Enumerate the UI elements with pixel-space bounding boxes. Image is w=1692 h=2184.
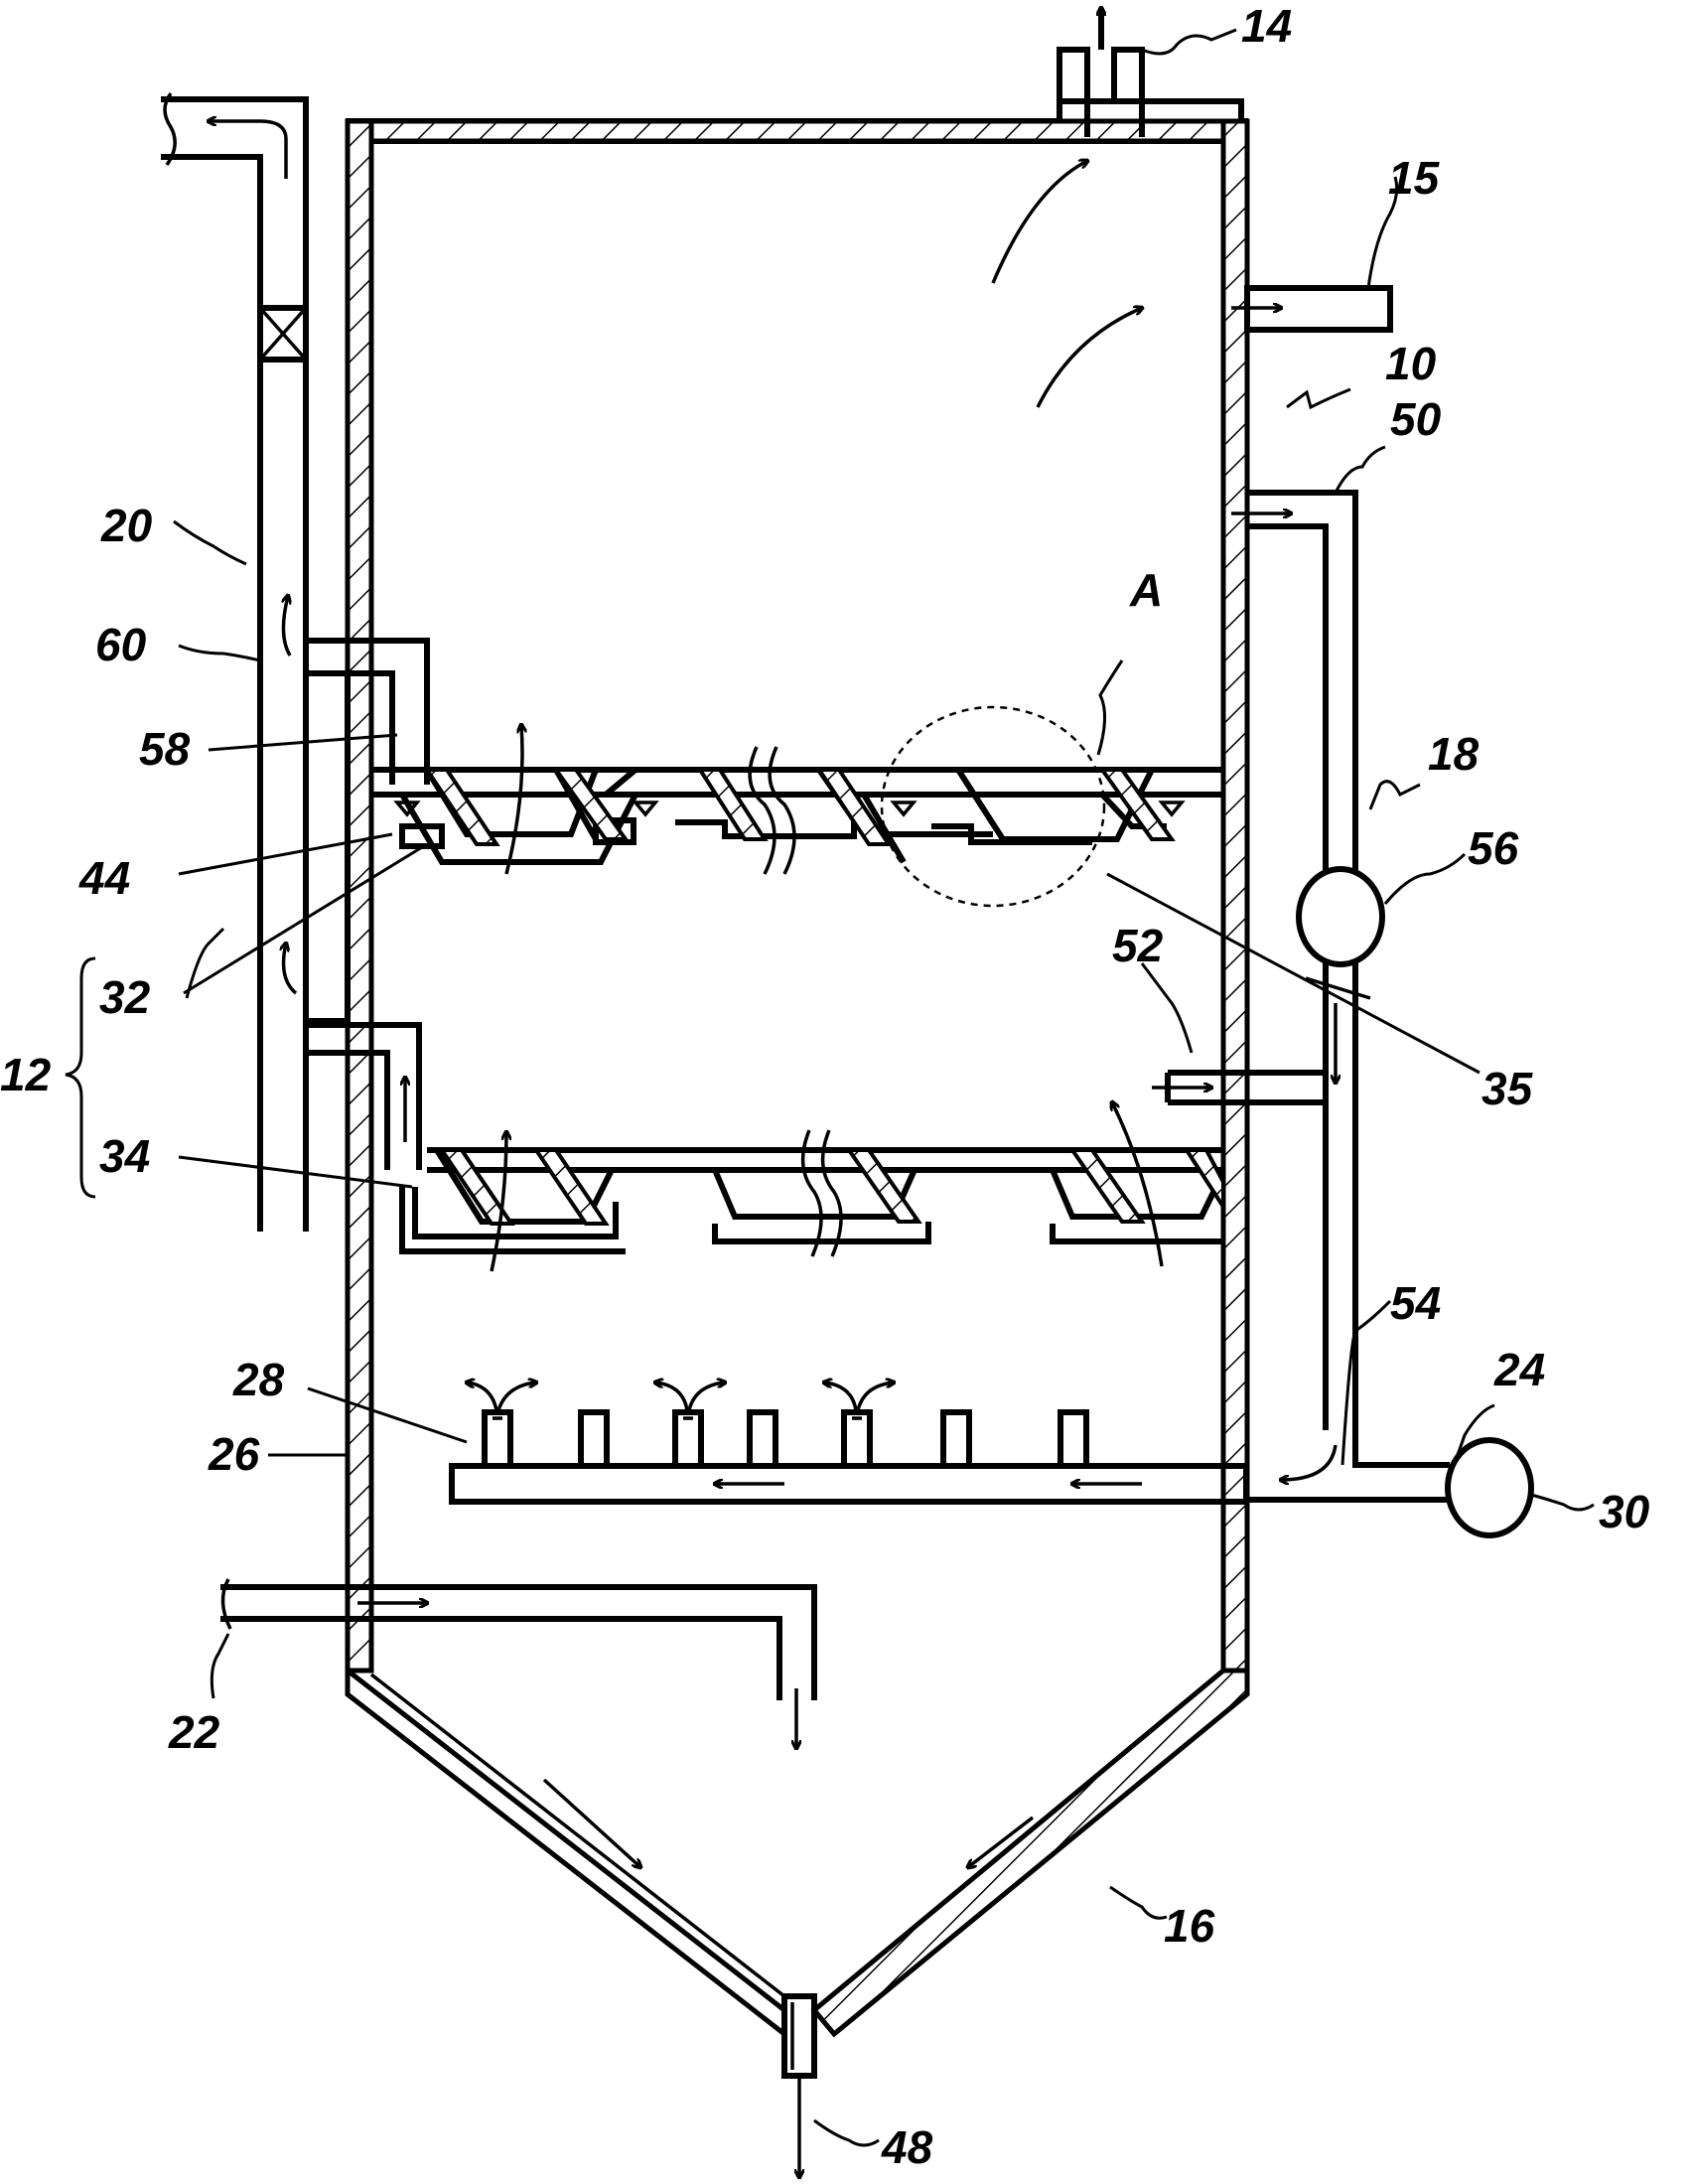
label-26: 26 — [208, 1428, 260, 1480]
cone-arrow-right — [968, 1816, 1035, 1867]
upper-tray-32 — [371, 725, 1223, 875]
left-riser-pipe-20 — [161, 91, 309, 1232]
label-60: 60 — [95, 619, 147, 670]
nozzles-28 — [482, 1409, 1089, 1469]
label-56: 56 — [1468, 822, 1519, 874]
label-44: 44 — [78, 852, 130, 904]
label-12: 12 — [0, 1049, 52, 1100]
downcomer-58 — [283, 596, 430, 1170]
drain-48 — [781, 1993, 817, 2177]
detail-circle-a — [880, 705, 1106, 908]
label-28: 28 — [232, 1354, 285, 1405]
label-52: 52 — [1112, 920, 1164, 971]
label-34: 34 — [99, 1130, 150, 1182]
label-24: 24 — [1493, 1344, 1545, 1395]
brace-12 — [65, 956, 96, 1199]
label-30: 30 — [1599, 1486, 1650, 1537]
pump-30 — [1445, 1437, 1534, 1538]
cone-right-wall — [810, 1668, 1250, 2038]
vessel-right-wall — [1220, 118, 1250, 1674]
vessel-top-wall-hatch — [345, 118, 1246, 144]
label-35: 35 — [1481, 1063, 1534, 1114]
label-32: 32 — [99, 971, 151, 1023]
inlet-pipe-22 — [220, 1578, 817, 1748]
label-10: 10 — [1385, 338, 1437, 389]
lower-tray-34 — [399, 1102, 1226, 1272]
label-54: 54 — [1390, 1277, 1441, 1329]
label-15: 15 — [1388, 152, 1441, 204]
valve-box — [257, 305, 309, 363]
side-outlet-15 — [1231, 285, 1393, 333]
vessel-body — [345, 98, 1250, 2040]
top-outlet-14 — [1057, 8, 1145, 137]
label-20: 20 — [100, 500, 153, 551]
label-50: 50 — [1390, 393, 1442, 445]
label-48: 48 — [881, 2121, 933, 2173]
label-58: 58 — [139, 723, 191, 775]
vessel-left-wall — [345, 118, 374, 1674]
label-22: 22 — [168, 1706, 220, 1758]
cone-left-wall — [345, 1665, 787, 2040]
label-A: A — [1129, 564, 1163, 616]
cone-arrow-left — [542, 1778, 640, 1867]
label-16: 16 — [1164, 1900, 1215, 1952]
pump-56 — [1296, 866, 1385, 967]
label-18: 18 — [1428, 728, 1480, 780]
gas-flow-arrows — [991, 161, 1142, 408]
recycle-pipe-18 — [1152, 490, 1534, 1538]
leader-lines — [173, 28, 1595, 2147]
spray-header-26 — [449, 1383, 1249, 1505]
reference-labels: 14 15 10 50 20 60 58 A 18 56 44 32 12 52… — [0, 0, 1650, 2173]
label-14: 14 — [1241, 0, 1292, 52]
